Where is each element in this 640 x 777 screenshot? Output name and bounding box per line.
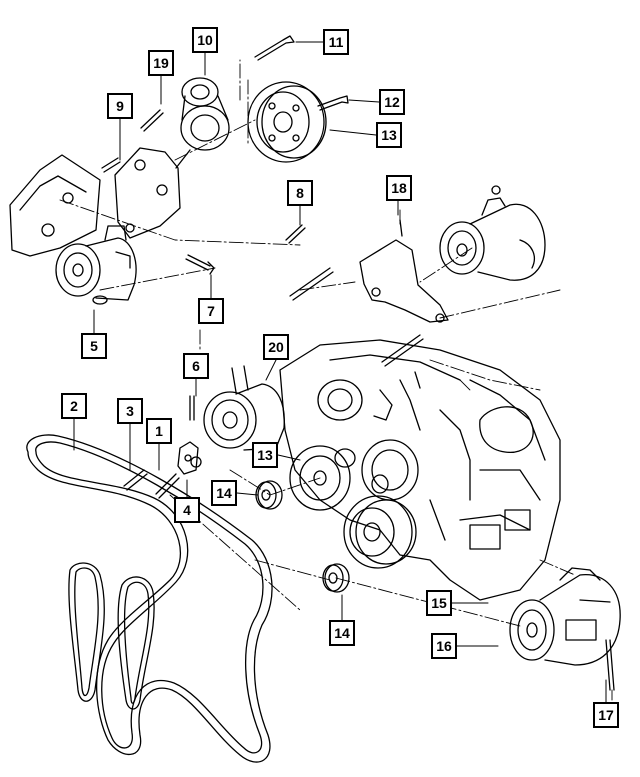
large-pulley-top: [247, 81, 327, 163]
callout-part-6: 6: [183, 353, 209, 379]
callout-part-13-upper: 13: [376, 122, 402, 148]
callout-part-15: 15: [426, 590, 452, 616]
callout-part-4: 4: [174, 497, 200, 523]
callout-part-2: 2: [61, 393, 87, 419]
callout-part-9: 9: [107, 93, 133, 119]
alternator-bracket: [359, 239, 449, 323]
callout-part-3: 3: [117, 398, 143, 424]
callout-part-18: 18: [386, 175, 412, 201]
callout-part-13-lower: 13: [252, 442, 278, 468]
idler-pulley-upper: [255, 480, 283, 510]
engine-block: [279, 339, 561, 601]
small-bracket: [177, 441, 199, 475]
water-pump-assembly: [190, 365, 285, 468]
callout-part-12: 12: [379, 89, 405, 115]
bolts: [101, 35, 615, 691]
callout-part-1: 1: [146, 418, 172, 444]
alternator: [439, 185, 546, 281]
power-steering-pump: [55, 225, 137, 305]
callout-part-14-lower: 14: [329, 620, 355, 646]
callout-part-10: 10: [192, 27, 218, 53]
crank-and-idler-pulleys: [289, 439, 419, 569]
callout-part-20: 20: [263, 334, 289, 360]
callout-leader-lines: [73, 41, 607, 703]
callout-part-19: 19: [148, 50, 174, 76]
callout-part-17: 17: [593, 702, 619, 728]
callout-part-5: 5: [81, 333, 107, 359]
serpentine-belt: [26, 434, 273, 763]
callout-part-14-upper: 14: [211, 480, 237, 506]
callout-part-7: 7: [198, 298, 224, 324]
callout-part-8: 8: [287, 180, 313, 206]
callout-part-11: 11: [323, 29, 349, 55]
callout-part-16: 16: [431, 633, 457, 659]
belt-tensioner: [175, 77, 230, 169]
pump-bracket: [9, 147, 181, 257]
ac-compressor: [509, 567, 621, 666]
